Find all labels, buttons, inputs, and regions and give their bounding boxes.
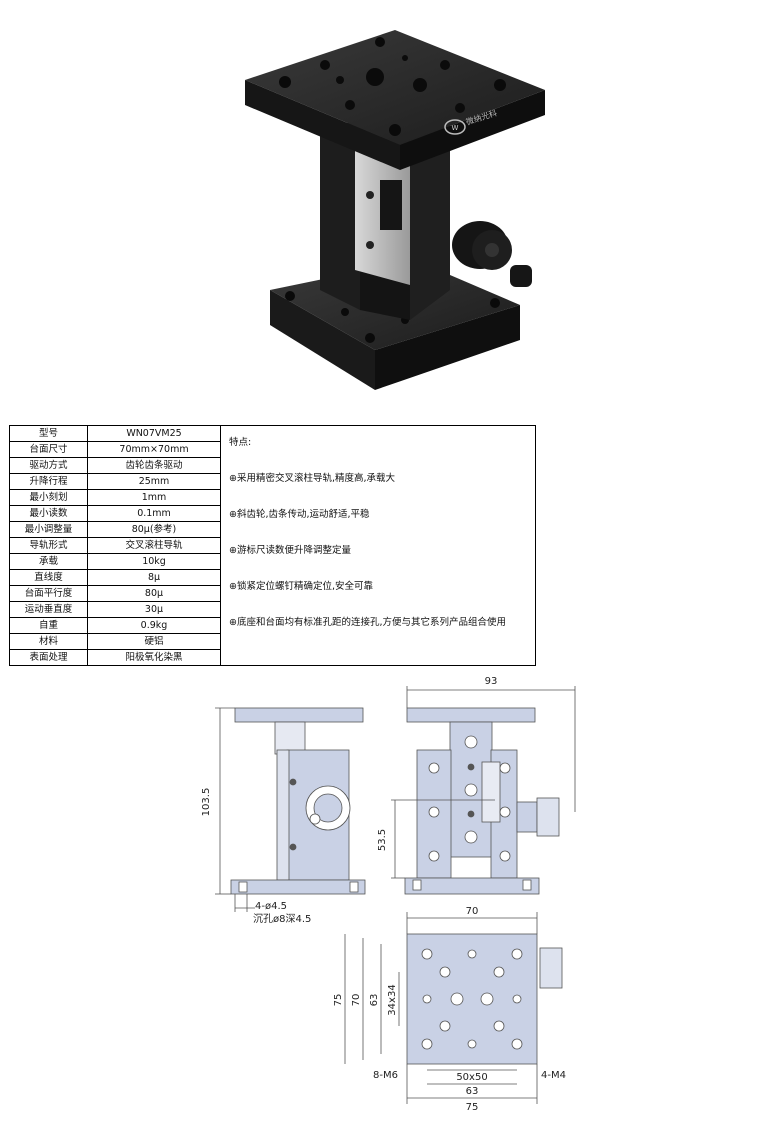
spec-value: 70mm×70mm	[87, 440, 221, 458]
spec-key: 运动垂直度	[9, 600, 88, 618]
spec-value: 80μ	[87, 584, 221, 602]
dim-53-5: 53.5	[377, 829, 388, 851]
spec-key: 表面处理	[9, 648, 88, 667]
spec-value: 8μ	[87, 568, 221, 586]
knob	[452, 221, 532, 287]
dim-70-top: 70	[466, 906, 479, 917]
spec-value: 25mm	[87, 472, 221, 490]
spec-key: 最小刻划	[9, 488, 88, 506]
spec-key: 最小调整量	[9, 520, 88, 538]
feature-item: ⊕锁紧定位螺钉精确定位,安全可靠	[229, 581, 373, 592]
dim-70-left: 70	[351, 994, 362, 1007]
feature-item: ⊕采用精密交叉滚柱导轨,精度高,承载大	[229, 473, 395, 484]
spec-value: 阳极氧化染黑	[87, 648, 221, 667]
spec-value: 80μ(参考)	[87, 520, 221, 538]
dim-103-5: 103.5	[201, 788, 212, 817]
spec-value: 硬铝	[87, 632, 221, 650]
dim-93: 93	[485, 676, 498, 687]
spec-key: 自重	[9, 616, 88, 634]
spec-value: 0.1mm	[87, 504, 221, 522]
spec-key: 直线度	[9, 568, 88, 586]
feature-item: ⊕斜齿轮,齿条传动,运动舒适,平稳	[229, 509, 370, 520]
hole-note-2: 沉孔ø8深4.5	[253, 912, 311, 925]
side-view	[215, 707, 366, 912]
technical-drawing: 93 103.5 53.5 4-ø4.5 沉孔ø8深4.5 70 75 70 6…	[201, 676, 576, 1113]
spec-value: 10kg	[87, 552, 221, 570]
dim-75-left: 75	[333, 994, 344, 1007]
lift-column	[320, 120, 450, 320]
spec-key: 驱动方式	[9, 456, 88, 474]
feature-item: ⊕底座和台面均有标准孔距的连接孔,方便与其它系列产品组合使用	[229, 617, 506, 628]
top-plate	[245, 30, 545, 170]
dim-63-bottom: 63	[466, 1086, 479, 1097]
dim-63-left: 63	[369, 994, 380, 1007]
spec-value: 交叉滚柱导轨	[87, 536, 221, 554]
spec-key: 最小读数	[9, 504, 88, 522]
spec-value: 30μ	[87, 600, 221, 618]
top-view	[344, 912, 563, 1104]
features-title: 特点:	[229, 437, 252, 448]
dim-34x34: 34x34	[387, 984, 398, 1015]
spec-key: 承载	[9, 552, 88, 570]
feature-item: ⊕游标尺读数便升降调整定量	[229, 545, 351, 556]
svg-text:W: W	[452, 124, 459, 132]
label-4m4: 4-M4	[541, 1070, 566, 1081]
spec-value: 1mm	[87, 488, 221, 506]
hole-note-1: 4-ø4.5	[255, 901, 287, 912]
spec-value: 齿轮齿条驱动	[87, 456, 221, 474]
dim-50x50: 50x50	[456, 1072, 487, 1083]
dim-75-bottom: 75	[466, 1102, 479, 1113]
spec-key: 导轨形式	[9, 536, 88, 554]
spec-key: 台面平行度	[9, 584, 88, 602]
spec-value: WN07VM25	[87, 425, 221, 442]
spec-key: 升降行程	[9, 472, 88, 490]
product-photo: W 微纳光科	[245, 30, 545, 390]
spec-key: 材料	[9, 632, 88, 650]
features-cell: 特点: ⊕采用精密交叉滚柱导轨,精度高,承载大 ⊕斜齿轮,齿条传动,运动舒适,平稳 ⊕…	[220, 425, 536, 666]
spec-row: 表面处理阳极氧化染黑	[9, 648, 536, 667]
label-8m6: 8-M6	[373, 1070, 398, 1081]
spec-value: 0.9kg	[87, 616, 221, 634]
front-view	[391, 686, 576, 895]
spec-key: 台面尺寸	[9, 440, 88, 458]
spec-row: 驱动方式齿轮齿条驱动	[9, 456, 536, 474]
spec-key: 型号	[9, 425, 88, 442]
